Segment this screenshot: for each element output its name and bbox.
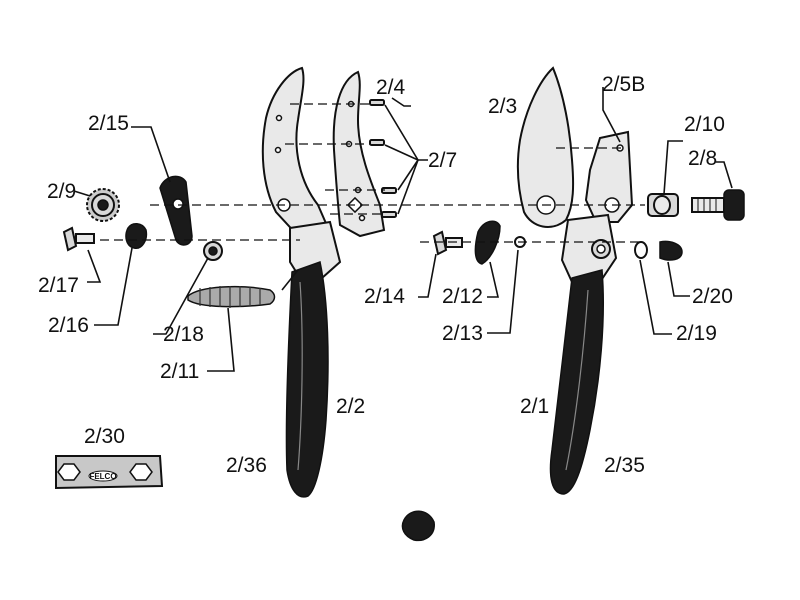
rivet-hole xyxy=(358,214,366,222)
label-2-18: 2/18 xyxy=(163,323,204,346)
label-2-20: 2/20 xyxy=(692,285,733,308)
rivet-hole xyxy=(274,146,282,154)
loose-cap xyxy=(401,510,435,542)
label-2-35: 2/35 xyxy=(604,454,645,477)
handle-grip-black-right xyxy=(549,269,604,495)
label-2-17: 2/17 xyxy=(38,274,79,297)
part-2-18-nut xyxy=(203,241,223,261)
blade-2-4 xyxy=(332,70,386,238)
part-2-19-washer xyxy=(634,241,648,259)
handle-grip-black xyxy=(285,261,329,498)
label-2-13: 2/13 xyxy=(442,322,483,345)
wrench-logo: FELCO xyxy=(89,472,116,481)
part-2-11-spring xyxy=(187,285,276,308)
part-2-14-bolt xyxy=(432,230,463,256)
label-2-8: 2/8 xyxy=(688,147,717,170)
cutting-blade-2-3 xyxy=(516,66,575,228)
part-2-20-cap xyxy=(659,240,683,261)
rivets-2-7 xyxy=(369,99,397,218)
label-2-10: 2/10 xyxy=(684,113,725,136)
part-2-10-bushing xyxy=(647,193,679,217)
label-2-12: 2/12 xyxy=(442,285,483,308)
label-2-1: 2/1 xyxy=(520,395,549,418)
rivet-hole xyxy=(275,114,283,122)
part-2-12-clip xyxy=(474,220,501,265)
label-2-16: 2/16 xyxy=(48,314,89,337)
label-2-30: 2/30 xyxy=(84,425,125,448)
label-2-36: 2/36 xyxy=(226,454,267,477)
part-2-30-wrench: FELCO xyxy=(55,455,164,490)
label-2-4: 2/4 xyxy=(376,76,406,99)
part-2-15-lever xyxy=(159,175,193,246)
label-2-19: 2/19 xyxy=(676,322,717,345)
part-2-8-bolt xyxy=(691,189,745,221)
handle-2-1-assembly xyxy=(516,66,634,495)
part-2-17-bolt xyxy=(62,226,95,252)
part-labels: 2/4 2/3 2/5B 2/15 2/10 2/7 2/8 2/9 2/17 … xyxy=(38,73,733,477)
label-2-9: 2/9 xyxy=(47,180,76,203)
part-2-9-serrated-nut xyxy=(86,188,120,222)
label-2-2: 2/2 xyxy=(336,395,365,418)
label-2-3: 2/3 xyxy=(488,95,517,118)
label-2-11: 2/11 xyxy=(160,360,199,383)
grip-highlight xyxy=(565,289,589,471)
label-2-15: 2/15 xyxy=(88,112,129,135)
label-2-5b: 2/5B xyxy=(602,73,645,96)
assembly-axis-lines xyxy=(100,103,645,243)
label-2-7: 2/7 xyxy=(428,149,457,172)
part-2-16-clip xyxy=(125,223,148,249)
grip-highlight xyxy=(297,281,303,471)
handle-2-2-assembly xyxy=(261,66,342,498)
label-2-14: 2/14 xyxy=(364,285,405,308)
leader-lines xyxy=(73,87,733,372)
